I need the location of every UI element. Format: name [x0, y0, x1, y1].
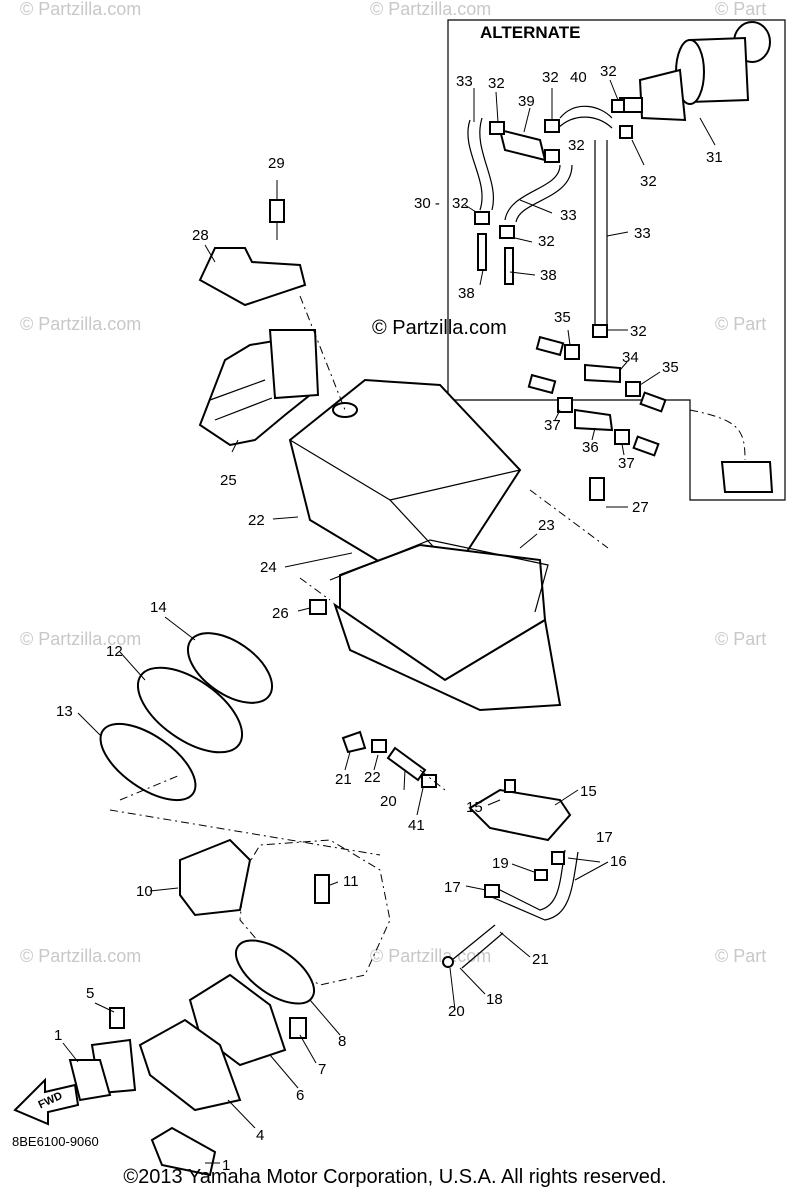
- callout-1: 1: [54, 1027, 62, 1044]
- callout-33: 33: [634, 225, 651, 242]
- watermark: © Part: [715, 629, 766, 649]
- intake-manifold-group: [68, 939, 315, 1177]
- diagram-code: 8BE6100-9060: [12, 1134, 99, 1149]
- watermark: © Part: [715, 314, 766, 334]
- watermark: © Partzilla.com: [20, 314, 141, 334]
- watermark: © Part: [715, 0, 766, 19]
- watermark: © Partzilla.com: [20, 946, 141, 966]
- engine-outline: [239, 839, 391, 986]
- callout-4: 6: [296, 1087, 304, 1104]
- callout-41: 41: [408, 817, 425, 834]
- watermark: © Partzilla.com: [20, 629, 141, 649]
- callout-40: 40: [570, 69, 587, 86]
- callout-16: 18: [486, 991, 503, 1008]
- callout-17: 19: [492, 855, 509, 872]
- callout-8: 11: [343, 873, 359, 890]
- leader-lines: [62, 79, 716, 1164]
- callout-17: 20: [448, 1003, 465, 1020]
- callout-34: 34: [622, 349, 639, 366]
- intake-boot-group: [99, 632, 274, 802]
- callout-15: 17: [596, 829, 613, 846]
- callout-35: 35: [554, 309, 571, 326]
- alternate-inset: ALTERNATE: [447, 19, 786, 501]
- callout-23: 23: [538, 517, 555, 534]
- callout-37: 37: [618, 455, 635, 472]
- callout-24: 24: [260, 559, 277, 576]
- guide-line: [299, 295, 346, 411]
- fuel-pump-part: [468, 779, 572, 842]
- callout-36: 36: [582, 439, 599, 456]
- callout-33: 33: [456, 73, 473, 90]
- watermark: © Partzilla.com: [20, 0, 141, 19]
- callout-33: 33: [560, 207, 577, 224]
- callout-21: 22: [364, 769, 381, 786]
- fuel-hose-group: [442, 849, 579, 969]
- bolt-26: [309, 599, 327, 615]
- airbox-lower-part: [329, 539, 562, 712]
- callout-30: 30 -: [414, 195, 440, 212]
- airbox-upper-part: [288, 378, 522, 582]
- t-joint-34: [584, 363, 621, 384]
- callout-26: 26: [272, 605, 289, 622]
- callout-13: 15: [466, 799, 483, 816]
- callout-3: 5: [86, 985, 94, 1002]
- callout-11: 14: [150, 599, 167, 616]
- bolt-27: [589, 477, 605, 501]
- callout-25: 25: [220, 472, 237, 489]
- callout-38: 38: [458, 285, 475, 302]
- callout-37: 37: [544, 417, 561, 434]
- callout-38: 38: [540, 267, 557, 284]
- hose-33: [467, 119, 483, 211]
- callout-22: 22: [248, 512, 265, 529]
- center-watermark: © Partzilla.com: [372, 317, 507, 339]
- callout-32: 32: [640, 173, 657, 190]
- callout-32: 32: [538, 233, 555, 250]
- callout-32: 32: [452, 195, 469, 212]
- callout-1: 1: [222, 1157, 230, 1174]
- watermark: © Part: [715, 946, 766, 966]
- callout-7: 10: [136, 883, 153, 900]
- callout-28: 28: [192, 227, 209, 244]
- callout-5: 7: [318, 1061, 326, 1078]
- watermark: © Partzilla.com: [370, 946, 491, 966]
- callout-labels: 33 32 39 32 40 32 31 32 32 30 - 32 33 32…: [54, 63, 723, 1174]
- t-joint-36: [574, 408, 614, 432]
- bracket-part: [198, 199, 307, 307]
- callout-32: 32: [542, 69, 559, 86]
- callout-39: 39: [518, 93, 535, 110]
- callout-15: 17: [444, 879, 461, 896]
- callout-32: 32: [568, 137, 585, 154]
- callout-27: 27: [632, 499, 649, 516]
- pipe-8: [314, 874, 330, 904]
- callout-20: 21: [335, 771, 352, 788]
- callout-18: 21: [532, 951, 549, 968]
- callout-29: 29: [268, 155, 285, 172]
- callout-35: 35: [662, 359, 679, 376]
- callout-12: 15: [580, 783, 597, 800]
- fwd-arrow: FWD: [13, 1077, 80, 1126]
- callout-31: 31: [706, 149, 723, 166]
- intake-duct-part: [198, 329, 320, 447]
- fitting-group: [341, 730, 437, 788]
- alternate-title: ALTERNATE: [480, 23, 580, 42]
- callout-9: 12: [106, 643, 123, 660]
- callout-32: 32: [630, 323, 647, 340]
- fuel-cock-part: [619, 21, 771, 122]
- callout-6: 8: [338, 1033, 346, 1050]
- watermark: © Partzilla.com: [370, 0, 491, 19]
- copyright-notice: ©2013 Yamaha Motor Corporation, U.S.A. A…: [123, 1166, 667, 1188]
- callout-32: 32: [600, 63, 617, 80]
- callout-19: 20: [380, 793, 397, 810]
- callout-2: 4: [256, 1127, 264, 1144]
- clamp-32: [489, 121, 505, 135]
- callout-14: 16: [610, 853, 627, 870]
- callout-32: 32: [488, 75, 505, 92]
- callout-10: 13: [56, 703, 73, 720]
- reed-valve-part: [179, 838, 252, 917]
